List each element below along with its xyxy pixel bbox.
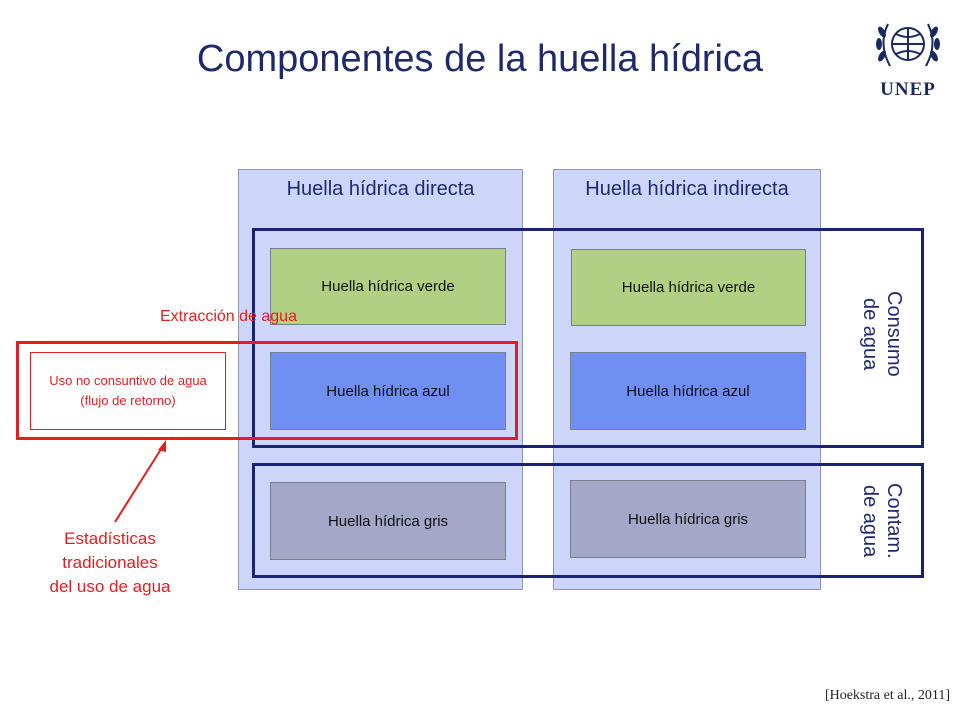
consumption-label: Consumo de agua [859, 291, 905, 377]
laurel-globe-icon [876, 23, 940, 67]
pollution-label: Contam. de agua [859, 483, 905, 559]
logo-text: UNEP [880, 79, 936, 100]
arrow-icon [114, 440, 166, 523]
extraction-frame [16, 341, 518, 440]
indirect-grey-box: Huella hídrica gris [570, 480, 806, 558]
direct-column-header: Huella hídrica directa [286, 178, 475, 200]
direct-blue-box: Huella hídrica azul [270, 352, 506, 430]
extraction-label: Extracción de agua [160, 308, 297, 325]
consumption-frame [252, 228, 924, 448]
direct-grey-box: Huella hídrica gris [270, 482, 506, 560]
page-title: Componentes de la huella hídrica [196, 38, 764, 80]
unep-logo: UNEP [866, 14, 950, 100]
indirect-column-header: Huella hídrica indirecta [585, 178, 789, 200]
citation: [Hoekstra et al., 2011] [824, 688, 950, 703]
traditional-stats-label: Estadísticas tradicionales del uso de ag… [49, 529, 171, 596]
direct-green-box: Huella hídrica verde [270, 248, 506, 325]
pollution-frame [252, 463, 924, 578]
return-flow-box: Uso no consuntivo de agua (flujo de reto… [30, 352, 226, 430]
indirect-green-box: Huella hídrica verde [571, 249, 806, 326]
indirect-blue-box: Huella hídrica azul [570, 352, 806, 430]
